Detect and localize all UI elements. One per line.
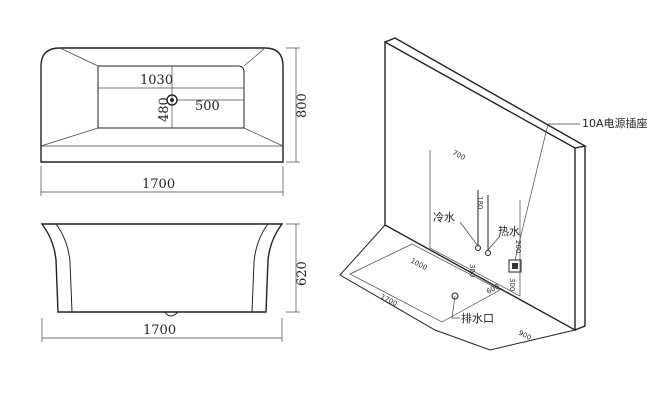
socket-leader (514, 123, 580, 261)
dim-800-text: 800 (295, 93, 310, 118)
side-view-outline (40, 223, 284, 313)
hot-leader (487, 235, 501, 251)
dim-180-text: 180 (476, 196, 484, 209)
socket-label: 10A电源插座 (582, 116, 648, 130)
install-view: 10A电源插座 冷水 热水 排水口 700 180 200 1000 1700 … (339, 37, 648, 351)
dim-700-text: 700 (451, 149, 467, 162)
cold-water-label: 冷水 (433, 211, 455, 224)
dim-200-text: 200 (514, 240, 522, 253)
dim-1700-install-text: 1700 (379, 293, 398, 308)
dim-500-text: 500 (195, 99, 220, 114)
side-view-inner-left (55, 223, 73, 313)
rough-in-area (429, 150, 521, 297)
hot-water-label: 热水 (498, 225, 520, 238)
floor-drain (451, 292, 459, 300)
power-socket-face (512, 263, 518, 269)
top-view-inner-basin (97, 65, 245, 129)
hot-water-outlet (485, 250, 491, 256)
dim-300-text: 300 (468, 264, 476, 277)
dim-300b-text: 300 (508, 278, 516, 291)
bathtub-footprint (349, 243, 501, 323)
cold-leader (459, 221, 479, 247)
top-view-outer-rim (40, 47, 284, 163)
top-bevel-bl (40, 127, 99, 147)
side-view-drain-bump (164, 311, 179, 317)
wall-front-face (384, 40, 576, 332)
dim-1000-text: 1000 (409, 257, 428, 272)
wall-top-edge (384, 37, 587, 149)
side-view: 620 1700 (40, 223, 310, 342)
floor-outline (339, 224, 576, 351)
dim-620-text: 620 (295, 261, 310, 286)
wall-side-edge (574, 146, 586, 331)
top-bevel-br (243, 127, 284, 147)
top-bevel-tr (243, 47, 266, 67)
drain-leader (451, 295, 460, 319)
side-view-inner-right (251, 223, 269, 313)
dim-480-text: 480 (157, 97, 172, 122)
dim-1700-bottom-text: 1700 (143, 323, 176, 338)
drain-label: 排水口 (461, 311, 494, 325)
top-bevel-tl (59, 47, 99, 67)
top-view: 1030 500 480 800 1700 (40, 47, 310, 196)
dim-1700-top-text: 1700 (142, 177, 175, 192)
dim-1030-text: 1030 (140, 73, 173, 88)
cold-water-outlet (475, 245, 481, 251)
